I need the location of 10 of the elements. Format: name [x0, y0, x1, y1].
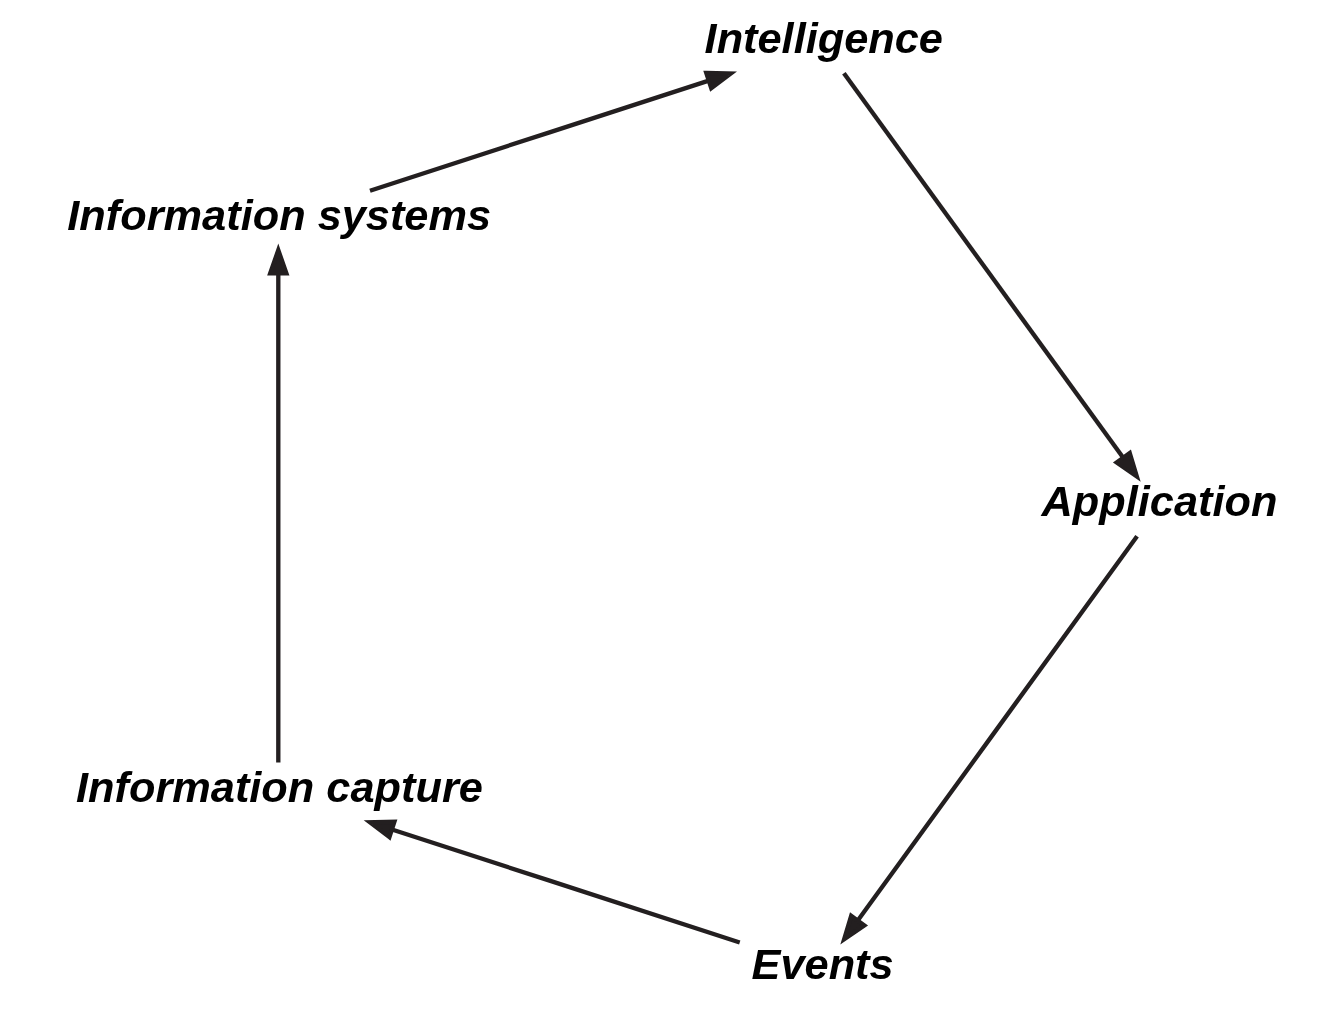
- arrow: [368, 70, 737, 193]
- node-text: Information capture: [75, 762, 483, 811]
- arrow: [841, 72, 1141, 482]
- arrow: [363, 819, 740, 945]
- node-text: Application: [1041, 476, 1277, 525]
- node-text: Intelligence: [704, 14, 943, 63]
- node-text: Events: [751, 939, 894, 988]
- arrow: [266, 243, 289, 763]
- node-text: Information systems: [66, 190, 491, 239]
- arrow: [839, 534, 1139, 945]
